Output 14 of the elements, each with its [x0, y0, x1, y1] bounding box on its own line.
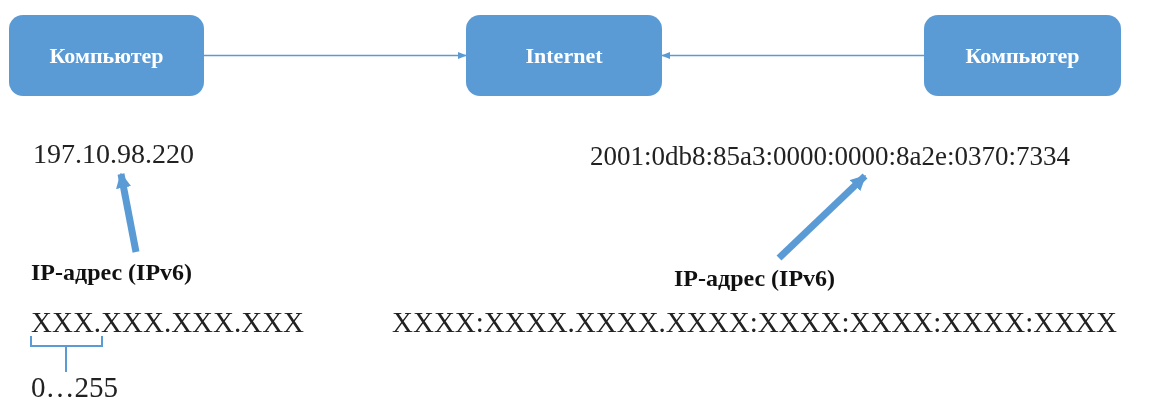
arrow — [776, 173, 868, 261]
ipv4-format-text: XXX.XXX.XXX.XXX — [31, 306, 305, 338]
ipv6-format-text: XXXX:XXXX.XXXX.XXXX:XXXX:XXXX:XXXX:XXXX — [392, 306, 1117, 338]
computer-box: Компьютер — [9, 15, 204, 96]
range-text: 0…255 — [31, 372, 118, 402]
arrow — [116, 172, 140, 253]
address-heading: IP-адрес (IPv6) — [31, 256, 241, 288]
arrow — [203, 51, 467, 60]
address-heading: IP-адрес (IPv6) — [674, 262, 884, 294]
ip-address-text: 197.10.98.220 — [33, 138, 209, 170]
ip-address-text: 2001:0db8:85a3:0000:0000:8a2e:0370:7334 — [590, 140, 1140, 172]
internet-box: Internet — [466, 15, 662, 96]
computer-box: Компьютер — [924, 15, 1121, 96]
arrow — [661, 51, 925, 60]
